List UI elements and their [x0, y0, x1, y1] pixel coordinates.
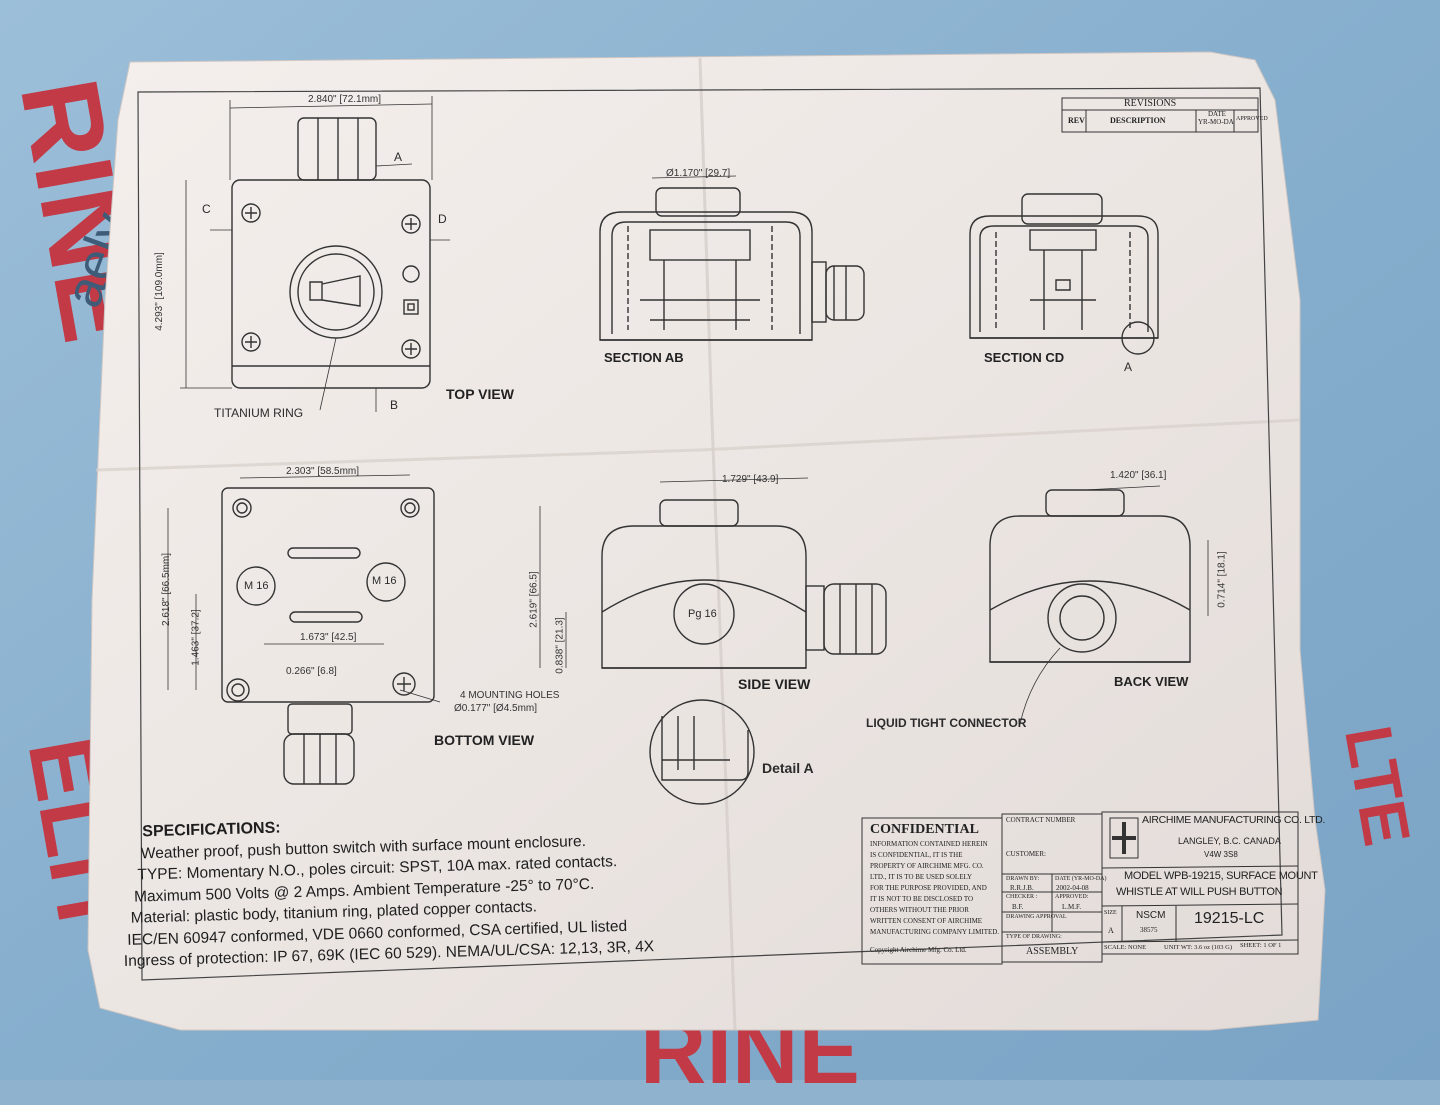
confidential-line-3: PROPERTY OF AIRCHIME MFG. CO.: [870, 862, 984, 870]
confidential-line-2: IS CONFIDENTIAL, IT IS THE: [870, 851, 963, 859]
company-city: LANGLEY, B.C. CANADA: [1178, 836, 1281, 846]
detail-a-drawing: [649, 699, 755, 805]
bottom-height-dim: 2.618" [66.5mm]: [161, 552, 173, 627]
size-value: A: [1108, 926, 1114, 935]
side-port-label: Pg 16: [688, 608, 717, 620]
confidential-line-6: IT IS NOT TO BE DISCLOSED TO: [870, 895, 974, 903]
model-line-1: MODEL WPB-19215, SURFACE MOUNT: [1124, 870, 1318, 882]
revisions-title: REVISIONS: [1124, 98, 1177, 109]
date-value: 2002-04-08: [1056, 884, 1089, 892]
copyright-text: Copyright Airchime Mfg. Co. Ltd.: [870, 946, 967, 954]
top-view-drawing: [180, 96, 450, 412]
detail-a-label: Detail A: [762, 760, 814, 776]
confidential-line-9: MANUFACTURING COMPANY LIMITED.: [870, 928, 1000, 936]
port-right-label: M 16: [372, 575, 397, 587]
top-letter-b: B: [390, 398, 399, 412]
sheet-label: SHEET: 1 OF 1: [1240, 942, 1282, 949]
drawing-sheet: [87, 51, 1326, 1031]
top-letter-d: D: [438, 212, 447, 226]
liquid-tight-connector-label: LIQUID TIGHT CONNECTOR: [866, 716, 1027, 730]
checker-label: CHECKER :: [1006, 894, 1038, 900]
confidential-line-8: WRITTEN CONSENT OF AIRCHIME: [870, 917, 983, 925]
date-label: DATE (YR-MO-DA): [1055, 876, 1107, 882]
bottom-view-drawing: [167, 474, 441, 785]
section-cd-letter-a: A: [1124, 360, 1133, 374]
top-width-dim: 2.840" [72.1mm]: [308, 94, 382, 105]
part-number: 19215-LC: [1194, 910, 1265, 927]
bottom-view-title: BOTTOM VIEW: [434, 732, 535, 748]
revisions-description: DESCRIPTION: [1110, 116, 1166, 125]
model-line-2: WHISTLE AT WILL PUSH BUTTON: [1116, 886, 1283, 898]
top-letter-c: C: [202, 202, 211, 216]
side-width-dim: 1.729" [43.9]: [722, 474, 779, 485]
back-view-title: BACK VIEW: [1114, 674, 1189, 689]
back-height-dim: 0.714" [18.1]: [1216, 551, 1228, 608]
title-block-grid: [861, 811, 1299, 965]
top-view-title: TOP VIEW: [446, 386, 514, 402]
type-of-drawing-label: TYPE OF DRAWING:: [1006, 934, 1062, 940]
company-postal: V4W 3S8: [1204, 850, 1238, 859]
top-height-dim: 4.293" [109.0mm]: [153, 252, 165, 331]
titanium-ring-label: TITANIUM RING: [214, 406, 304, 420]
top-letter-a: A: [394, 150, 403, 164]
size-label: SIZE: [1104, 910, 1117, 916]
back-width-dim: 1.420" [36.1]: [1110, 470, 1167, 481]
confidential-line-4: LTD., IT IS TO BE USED SOLELY: [870, 873, 973, 881]
revisions-date: DATE: [1208, 110, 1226, 118]
bottom-inner-width-dim: 1.673" [42.5]: [300, 632, 357, 643]
revisions-approved: APPROVED: [1236, 116, 1268, 122]
confidential-line-5: FOR THE PURPOSE PROVIDED, AND: [870, 884, 987, 892]
confidential-heading: CONFIDENTIAL: [870, 822, 979, 837]
scale-label: SCALE: NONE: [1104, 944, 1147, 951]
bottom-inner-height-dim: 1.463" [37.2]: [190, 609, 202, 666]
section-ab-title: SECTION AB: [604, 350, 684, 365]
approved-value: L.M.F.: [1062, 903, 1082, 911]
section-ab-dim: Ø1.170" [29.7]: [666, 168, 731, 179]
bottom-offset-dim: 0.266" [6.8]: [286, 666, 337, 677]
confidential-line-1: INFORMATION CONTAINED HEREIN: [870, 840, 988, 848]
specifications-block: SPECIFICATIONS: Weather proof, push butt…: [120, 805, 744, 973]
section-cd-drawing: [969, 193, 1159, 355]
drawn-by-value: R.R.J.B.: [1010, 884, 1034, 892]
approved-label: APPROVED:: [1055, 894, 1089, 900]
nscm-label: NSCM: [1136, 910, 1166, 921]
section-ab-drawing: [599, 175, 865, 341]
mounting-holes-dim: Ø0.177" [Ø4.5mm]: [454, 703, 538, 714]
confidential-line-7: OTHERS WITHOUT THE PRIOR: [870, 906, 969, 914]
mounting-holes-label: 4 MOUNTING HOLES: [460, 690, 560, 701]
customer-label: CUSTOMER:: [1006, 850, 1046, 858]
revisions-rev: REV: [1068, 116, 1085, 125]
checker-value: B.F.: [1012, 903, 1024, 911]
revisions-table: [1061, 97, 1259, 133]
drawn-by-label: DRAWN BY:: [1006, 876, 1040, 882]
company-name: AIRCHIME MANUFACTURING CO. LTD.: [1142, 814, 1326, 826]
type-of-drawing-value: ASSEMBLY: [1026, 946, 1079, 957]
back-view-drawing: [989, 485, 1209, 725]
section-cd-title: SECTION CD: [984, 350, 1065, 365]
unit-weight-label: UNIT WT: 3.6 oz (103 G): [1164, 944, 1233, 951]
revisions-date-value: YR-MO-DA: [1198, 118, 1234, 126]
contract-number-label: CONTRACT NUMBER: [1006, 816, 1076, 824]
drawing-approval-label: DRAWING APPROVAL: [1006, 914, 1067, 920]
side-height-dim: 2.619" [66.5]: [528, 571, 540, 628]
bottom-width-dim: 2.303" [58.5mm]: [286, 466, 360, 477]
nscm-value: 38575: [1140, 926, 1158, 934]
side-view-title: SIDE VIEW: [738, 676, 811, 692]
side-view-drawing: [539, 477, 887, 669]
side-low-dim: 0.838" [21.3]: [554, 617, 566, 674]
port-left-label: M 16: [244, 580, 269, 592]
